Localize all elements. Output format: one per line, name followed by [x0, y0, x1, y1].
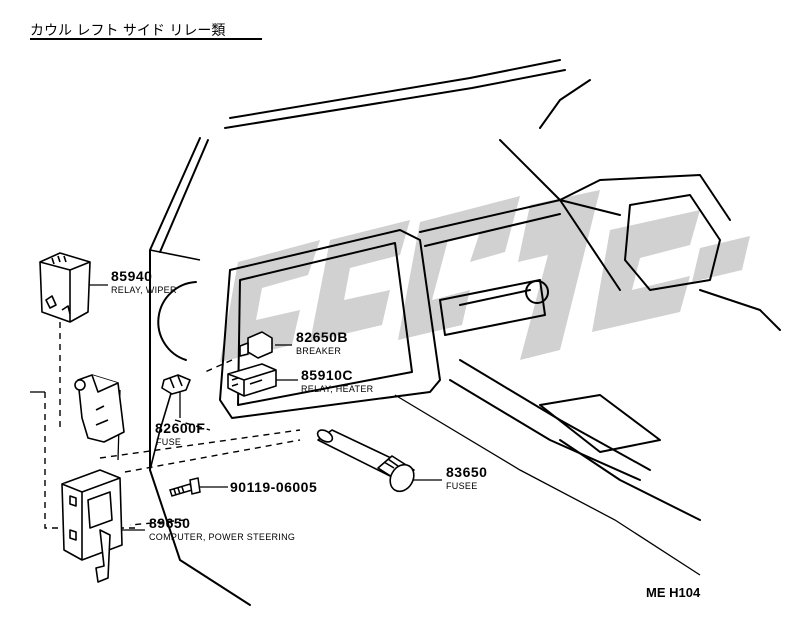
- wiper-relay-part: [39, 252, 91, 323]
- part-90119-06005-number: 90119-06005: [230, 479, 318, 495]
- part-85910c-name: RELAY, HEATER: [301, 384, 374, 394]
- power-steering-computer-part: [61, 469, 123, 583]
- fuse-part: [161, 374, 191, 395]
- part-83650-name: FUSEE: [446, 481, 478, 491]
- bracket-part: [74, 374, 125, 443]
- part-83650-number: 83650: [446, 464, 488, 480]
- part-85940-name: RELAY, WIPER: [111, 285, 177, 295]
- part-85940-number: 85940: [111, 268, 153, 284]
- fusee-part: [316, 429, 415, 493]
- heater-relay-part: [227, 363, 277, 397]
- figure-reference: ME H104: [646, 585, 701, 600]
- part-82650b-name: BREAKER: [296, 346, 342, 356]
- bolt-part: [169, 477, 201, 497]
- part-89650-name: COMPUTER, POWER STEERING: [149, 532, 296, 542]
- page-title: カウル レフト サイド リレー類: [30, 23, 226, 39]
- solid-leader-lines: [30, 284, 701, 576]
- watermark: [220, 190, 750, 362]
- title-underline: [30, 38, 262, 40]
- cowl-panel-lines: [149, 249, 201, 471]
- dashboard-outline: [149, 59, 781, 606]
- part-89650-number: 89650: [149, 515, 191, 531]
- part-85910c-number: 85910C: [301, 367, 354, 383]
- part-82650b-number: 82650B: [296, 329, 349, 345]
- breaker-part: [239, 331, 273, 359]
- part-82600f-number: 82600F: [155, 420, 206, 436]
- part-82600f-name: FUSE: [156, 437, 182, 447]
